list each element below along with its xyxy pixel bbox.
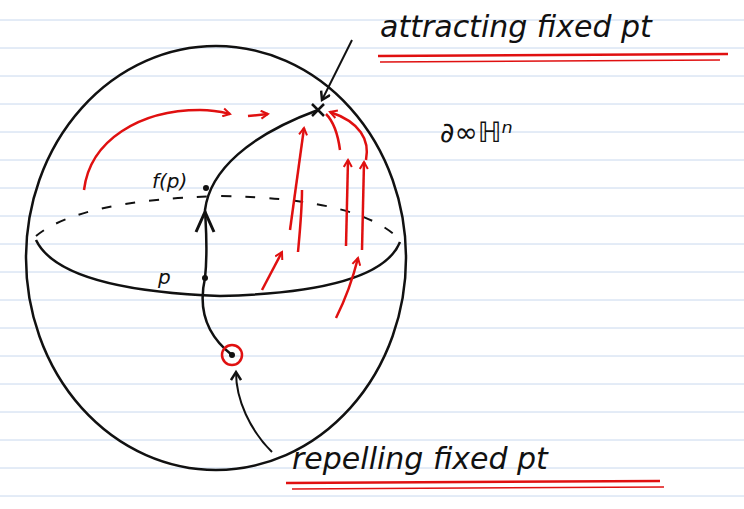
underline <box>378 54 728 56</box>
point-label: f(p) <box>152 170 187 192</box>
equator-front <box>36 240 400 296</box>
boundary-label: ∂∞ℍⁿ <box>440 118 513 149</box>
point-fp <box>203 185 209 191</box>
axis-arrow <box>196 212 214 232</box>
underline <box>380 60 720 62</box>
callout-text: repelling fixed pt <box>292 442 548 475</box>
geodesic-axis <box>203 110 318 355</box>
underline <box>292 487 664 489</box>
ruled-lines <box>0 20 744 496</box>
callout-text: attracting fixed pt <box>380 10 652 43</box>
underline <box>286 481 660 483</box>
point-label: p <box>158 266 171 288</box>
leader-line <box>236 372 272 452</box>
point-p <box>202 275 208 281</box>
flow-arrows <box>84 110 367 318</box>
repelling-point <box>229 352 235 358</box>
repelling-circle <box>222 345 242 365</box>
attracting-mark <box>312 104 324 116</box>
leader-line <box>322 40 352 100</box>
sphere-outline <box>26 46 406 470</box>
